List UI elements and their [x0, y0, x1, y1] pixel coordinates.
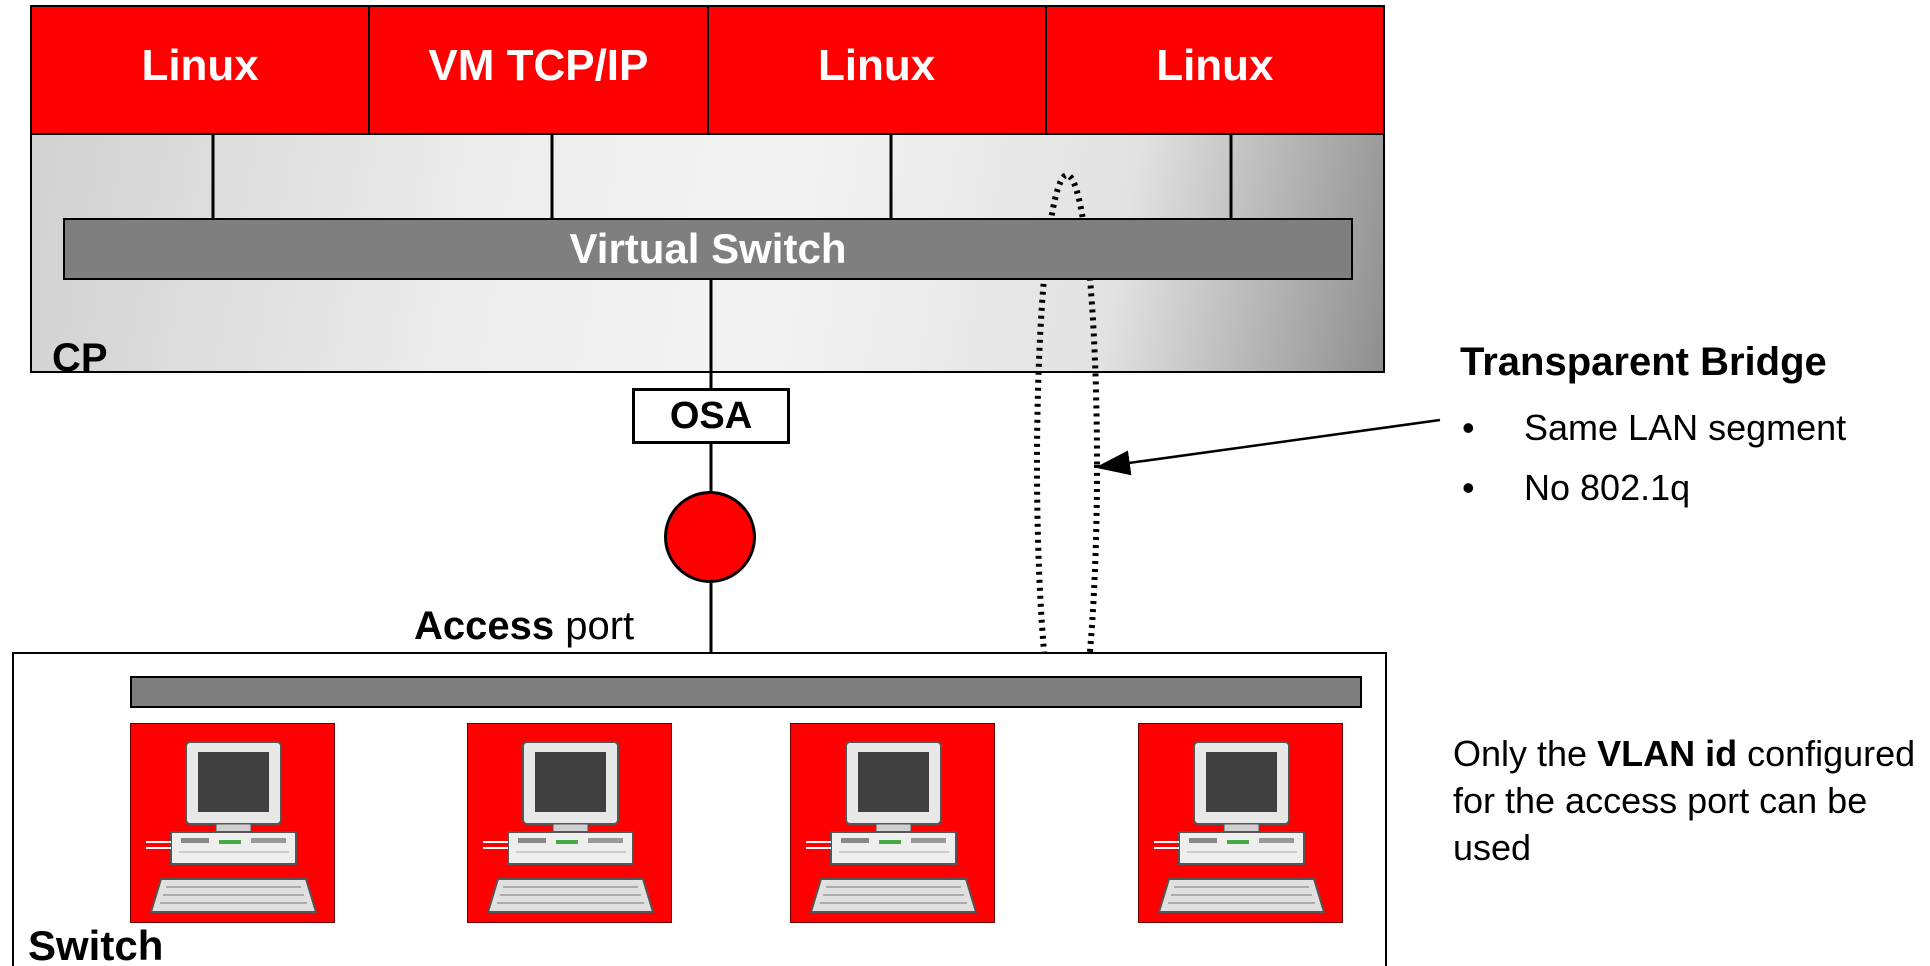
bullet-text: Same LAN segment: [1524, 407, 1847, 448]
guest-bar: Linux VM TCP/IP Linux Linux: [30, 5, 1385, 135]
list-item: • No 802.1q: [1462, 467, 1846, 508]
guest-linux-1: Linux: [32, 7, 371, 133]
access-port-label-bold: Access: [414, 604, 555, 648]
workstation-3: [790, 723, 995, 923]
guest-linux-2: Linux: [708, 7, 1047, 133]
transparent-bridge-title: Transparent Bridge: [1460, 340, 1827, 384]
access-port-node: [664, 491, 756, 583]
bullet-text: No 802.1q: [1524, 467, 1691, 508]
bullet-icon: •: [1462, 467, 1475, 508]
workstation-1: [130, 723, 335, 923]
bridge-pointer-arrow: [1095, 418, 1441, 476]
guest-linux-3: Linux: [1046, 7, 1383, 133]
transparent-bridge-list: • Same LAN segment • No 802.1q: [1462, 407, 1847, 528]
vlan-note-pre: Only the: [1453, 733, 1598, 774]
workstation-icon: [145, 741, 317, 913]
switch-backplane-bar: [130, 676, 1362, 708]
switch-label: Switch: [28, 922, 164, 966]
list-item: • Same LAN segment: [1462, 407, 1847, 448]
cp-label: CP: [52, 336, 108, 380]
virtual-switch: Virtual Switch: [63, 218, 1353, 280]
workstation-4: [1138, 723, 1343, 923]
osa-adapter: OSA: [632, 388, 790, 444]
guest-vm-tcpip: VM TCP/IP: [370, 7, 709, 133]
access-port-label-rest: port: [554, 604, 635, 648]
bullet-icon: •: [1462, 407, 1475, 448]
access-port-label: Access port: [414, 604, 634, 649]
vlan-note-post: configured for the access port can be us…: [1453, 733, 1916, 868]
workstation-2: [467, 723, 672, 923]
vlan-note-bold: VLAN id: [1597, 733, 1738, 774]
workstation-icon: [482, 741, 654, 913]
workstation-icon: [1153, 741, 1325, 913]
workstation-icon: [805, 741, 977, 913]
vlan-note: Only the VLAN id configured for the acce…: [1453, 730, 1923, 871]
